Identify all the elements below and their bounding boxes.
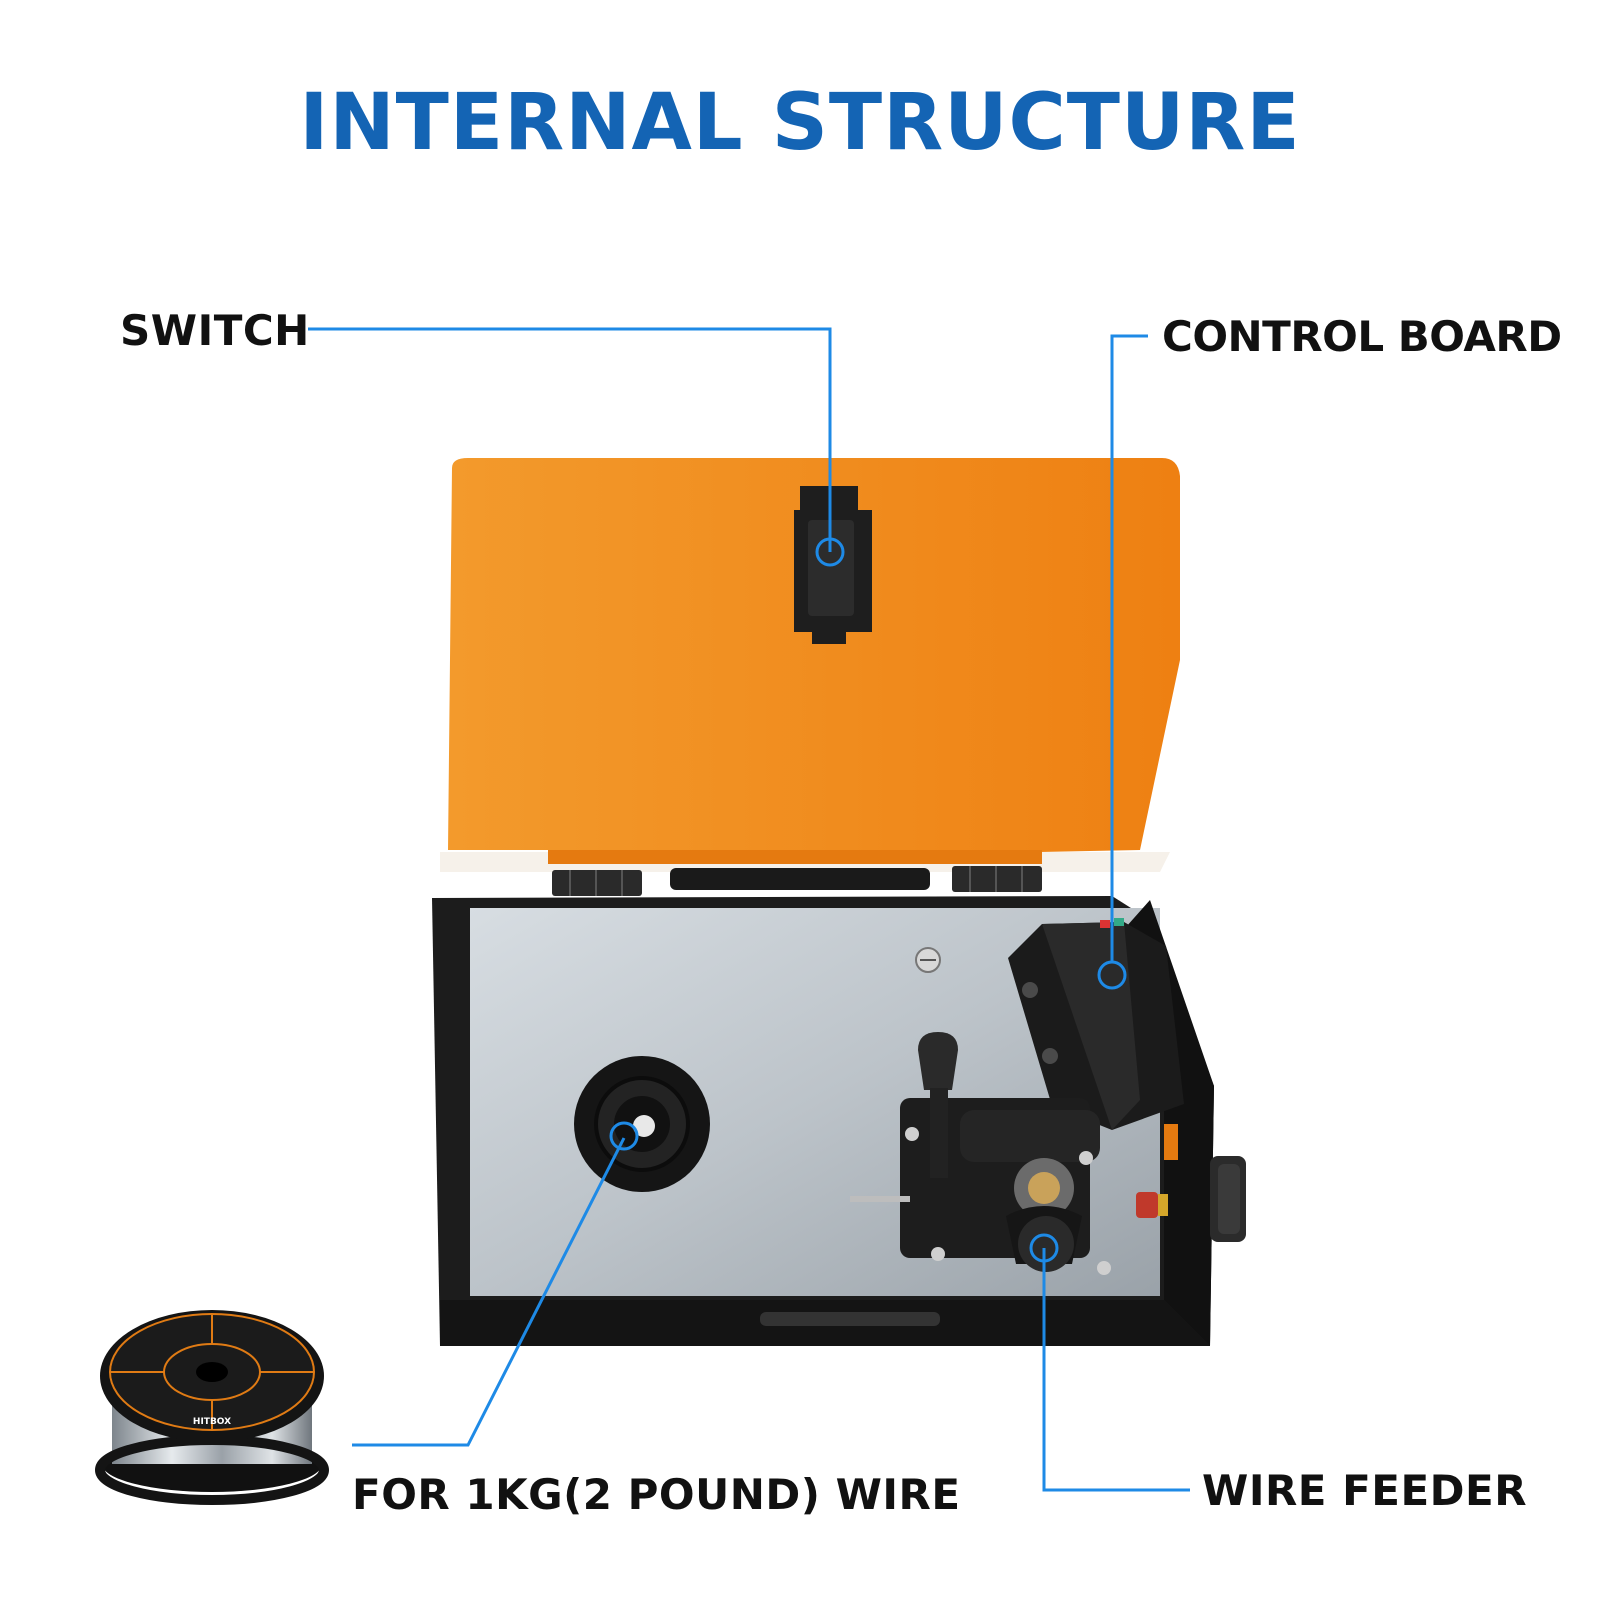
- wire-spool-callout-line: [352, 1137, 626, 1447]
- wire-spool-callout-label: FOR 1KG(2 POUND) WIRE: [352, 1470, 961, 1519]
- page-title: INTERNAL STRUCTURE: [299, 78, 1301, 168]
- wire-feeder-callout-label: WIRE FEEDER: [1202, 1466, 1528, 1515]
- control-board-callout-label: CONTROL BOARD: [1162, 312, 1562, 361]
- welder-lid: [440, 458, 1180, 896]
- spool-brand-text: HITBOX: [193, 1417, 231, 1427]
- wire-feeder-callout-line: [1042, 1248, 1190, 1492]
- callout-markers: [609, 537, 1127, 1263]
- callout-lines: [308, 327, 1190, 1492]
- wire-feeder-mechanism: [850, 1032, 1168, 1275]
- switch-callout-label: SWITCH: [120, 306, 310, 355]
- spool-hub: [574, 1056, 710, 1192]
- wire-spool: HITBOX: [95, 1310, 329, 1505]
- control-board: [1008, 918, 1184, 1160]
- switch-callout-line: [308, 327, 832, 552]
- control-board-callout-line: [1110, 334, 1148, 962]
